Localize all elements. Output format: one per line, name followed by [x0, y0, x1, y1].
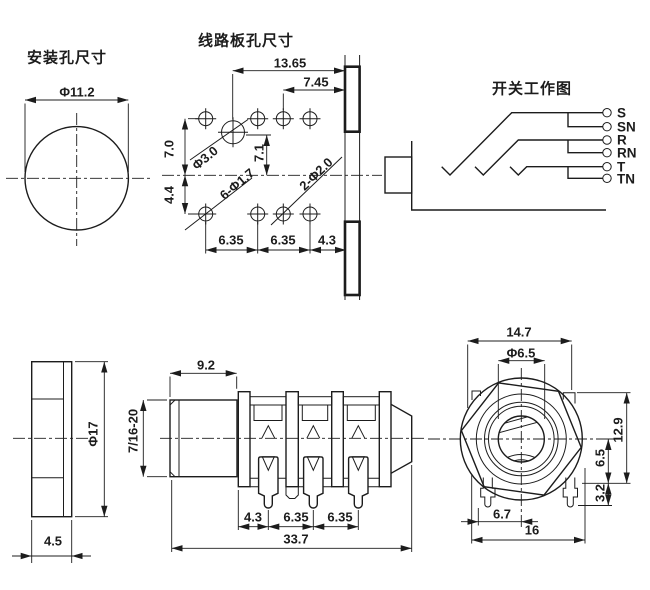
plug-symbol: [384, 156, 413, 194]
terminal-label-s: S: [617, 105, 627, 121]
solder-lug: [302, 456, 324, 509]
switch-diagram-title: 开关工作图: [491, 80, 573, 98]
pin-holes: [195, 108, 321, 225]
pcb-holes-view: [162, 55, 382, 300]
pcb-view-title: 线路板孔尺寸: [197, 32, 295, 50]
dim-4-5: 4.5: [43, 533, 63, 549]
dim-6-7: 6.7: [492, 506, 512, 522]
switch-blade-r: [474, 139, 603, 176]
nut-side-view: [12, 361, 108, 563]
hex-nut-flats: [460, 382, 583, 496]
dim-body-4-3: 4.3: [243, 509, 263, 525]
terminal-label-sn: SN: [617, 119, 636, 135]
pcb-edge-section: [343, 55, 361, 300]
dim-mounting-diameter: Φ11.2: [59, 84, 95, 100]
dim-6-5: 6.5: [592, 448, 608, 468]
dim-3-2: 3.2: [592, 483, 608, 503]
dim-7-1: 7.1: [251, 143, 267, 163]
dim-12-9: 12.9: [610, 417, 626, 443]
switch-diagram: [384, 108, 612, 211]
terminal-circles: [602, 108, 612, 184]
dim-9-2: 9.2: [196, 357, 216, 373]
dim-7-45: 7.45: [303, 74, 329, 90]
bushing-locator-hole: [218, 117, 248, 148]
solder-lug: [257, 456, 279, 509]
jack-bore: [497, 415, 545, 463]
mounting-view-title: 安装孔尺寸: [26, 49, 108, 67]
terminal-label-tn: TN: [617, 171, 635, 187]
solder-lug: [347, 456, 369, 509]
dim-body-6-35-b: 6.35: [327, 509, 353, 525]
mounting-hole-view: [6, 96, 150, 246]
dim-14-7: 14.7: [506, 324, 532, 340]
terminal-label-t: T: [617, 159, 626, 175]
threaded-bushing: [169, 399, 238, 478]
terminal-label-r: R: [617, 132, 627, 148]
dim-pcb-6-35-a: 6.35: [218, 232, 244, 248]
dim-4-4: 4.4: [161, 185, 177, 205]
dim-16: 16: [524, 522, 540, 538]
dim-phi-6-5: Φ6.5: [506, 345, 536, 361]
dim-33-7: 33.7: [283, 531, 309, 547]
dim-body-6-35-a: 6.35: [283, 509, 309, 525]
body-side-view: [140, 370, 425, 552]
rear-tip: [390, 403, 413, 474]
dim-thread: 7/16-20: [125, 408, 141, 454]
dim-pcb-4-3: 4.3: [317, 232, 337, 248]
dim-phi-17: Φ17: [85, 421, 101, 447]
switch-blade-s: [441, 112, 603, 176]
front-pins: [480, 477, 578, 508]
front-view: [428, 337, 631, 544]
dim-13-65: 13.65: [273, 55, 307, 71]
dim-pcb-6-35-b: 6.35: [270, 232, 296, 248]
dim-7-0: 7.0: [161, 139, 177, 159]
switch-blade-t: [509, 166, 603, 176]
terminal-label-rn: RN: [617, 145, 637, 161]
